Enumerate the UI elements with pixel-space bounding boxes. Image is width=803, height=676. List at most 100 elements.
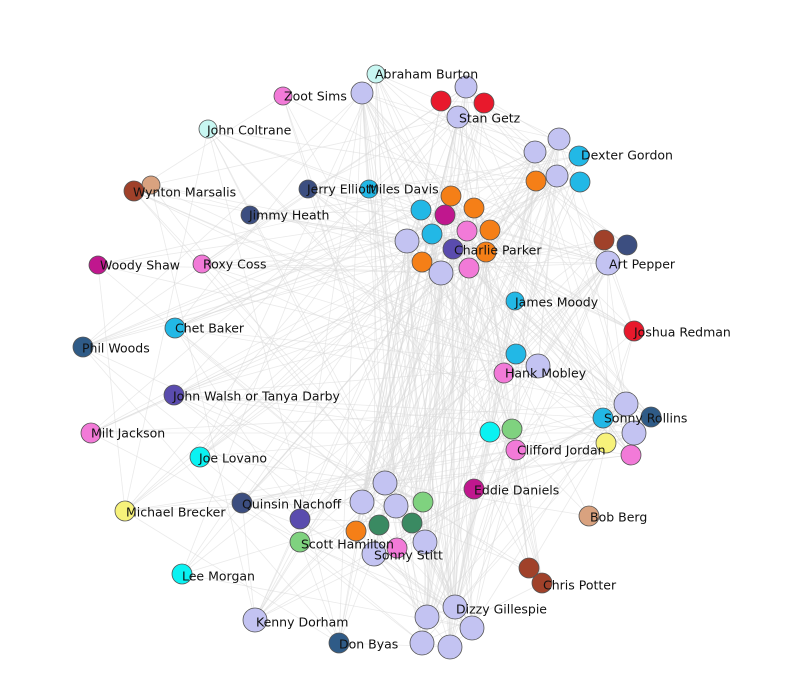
graph-node (479, 421, 501, 443)
graph-edge (241, 403, 627, 504)
graph-edge (241, 502, 375, 555)
node-label: James Moody (514, 294, 599, 309)
graph-edge (454, 431, 491, 608)
graph-edge (307, 175, 558, 190)
graph-edge (90, 403, 627, 434)
node-label: Chris Potter (543, 577, 617, 592)
graph-node (442, 238, 464, 260)
graph-edge (307, 116, 459, 190)
graph-edge (90, 230, 468, 434)
graph-edge (485, 251, 530, 569)
graph-edge (173, 394, 473, 629)
graph-edge (375, 73, 628, 246)
graph-node (430, 90, 452, 112)
graph-node (640, 406, 662, 428)
graph-edge (173, 394, 635, 434)
graph-edge (254, 262, 609, 621)
graph-edge (97, 264, 126, 512)
graph-edge (299, 175, 558, 543)
graph-node (428, 260, 454, 286)
graph-edge (201, 263, 424, 503)
graph-edge (307, 188, 607, 444)
graph-edge (485, 251, 635, 434)
graph-edge (201, 188, 309, 265)
graph-node (456, 220, 478, 242)
graph-node (171, 563, 193, 585)
graph-edge (452, 248, 543, 584)
graph-edge (82, 151, 536, 348)
graph-edge (174, 327, 627, 405)
graph-edge (173, 365, 539, 396)
graph-node (578, 505, 600, 527)
node-label: Chet Baker (175, 320, 245, 335)
graph-node (595, 432, 617, 454)
graph-edge (150, 116, 459, 186)
node-label: Stan Getz (459, 110, 521, 125)
graph-edge (124, 116, 459, 512)
graph-node (163, 384, 185, 406)
node-label: Charlie Parker (454, 242, 542, 257)
graph-edge (254, 248, 454, 621)
graph-edge (173, 261, 423, 396)
node-label: Quinsin Nachoff (242, 496, 341, 511)
graph-edge (174, 327, 426, 543)
graph-node (454, 75, 478, 99)
graph-edge (82, 92, 363, 348)
graph-edge (373, 553, 456, 608)
graph-edge (90, 272, 442, 434)
graph-edge (124, 251, 487, 512)
graph-edge (449, 248, 454, 648)
graph-edge (373, 553, 451, 648)
graph-node (531, 572, 553, 594)
graph-edge (241, 502, 423, 644)
node-label: Art Pepper (609, 256, 676, 271)
graph-edge (368, 155, 580, 190)
graph-edge (489, 262, 609, 433)
graph-node (440, 185, 462, 207)
graph-node (164, 317, 186, 339)
graph-edge (485, 251, 635, 332)
graph-node (446, 105, 470, 129)
graph-edge (199, 428, 513, 458)
graph-node (411, 251, 433, 273)
graph-edge (199, 456, 386, 484)
graph-edge (421, 428, 513, 644)
graph-edge (515, 262, 609, 451)
graph-edge (201, 263, 607, 444)
node-label: Bob Berg (590, 509, 647, 524)
graph-node (289, 508, 311, 530)
graph-edge (454, 428, 513, 608)
graph-node (273, 86, 293, 106)
graph-edge (241, 502, 256, 621)
graph-edge (299, 518, 428, 618)
graph-edge (384, 482, 590, 517)
graph-edge (173, 86, 467, 396)
graph-node (459, 615, 485, 641)
node-label: Scott Hamilton (301, 536, 394, 551)
graph-edge (97, 155, 580, 266)
node-label: Lee Morgan (182, 568, 255, 583)
graph-edge (378, 524, 456, 608)
graph-edge (181, 73, 377, 575)
graph-edge (375, 73, 442, 102)
nodes-layer (72, 64, 662, 660)
graph-node (189, 446, 211, 468)
graph-edge (375, 73, 446, 216)
graph-node (383, 493, 409, 519)
graph-node (412, 529, 438, 555)
graph-edge (384, 300, 516, 484)
graph-edge (440, 272, 513, 430)
graph-node (192, 254, 212, 274)
graph-edge (588, 442, 607, 517)
graph-edge (465, 86, 605, 241)
graph-edge (338, 553, 375, 644)
graph-edge (355, 116, 459, 532)
graph-edge (173, 239, 605, 396)
graph-node (88, 255, 108, 275)
graph-edge (468, 262, 609, 269)
graph-node (421, 223, 443, 245)
graph-edge (449, 229, 491, 648)
graph-edge (431, 233, 635, 332)
graph-edge (556, 175, 627, 405)
graph-edge (82, 248, 454, 348)
